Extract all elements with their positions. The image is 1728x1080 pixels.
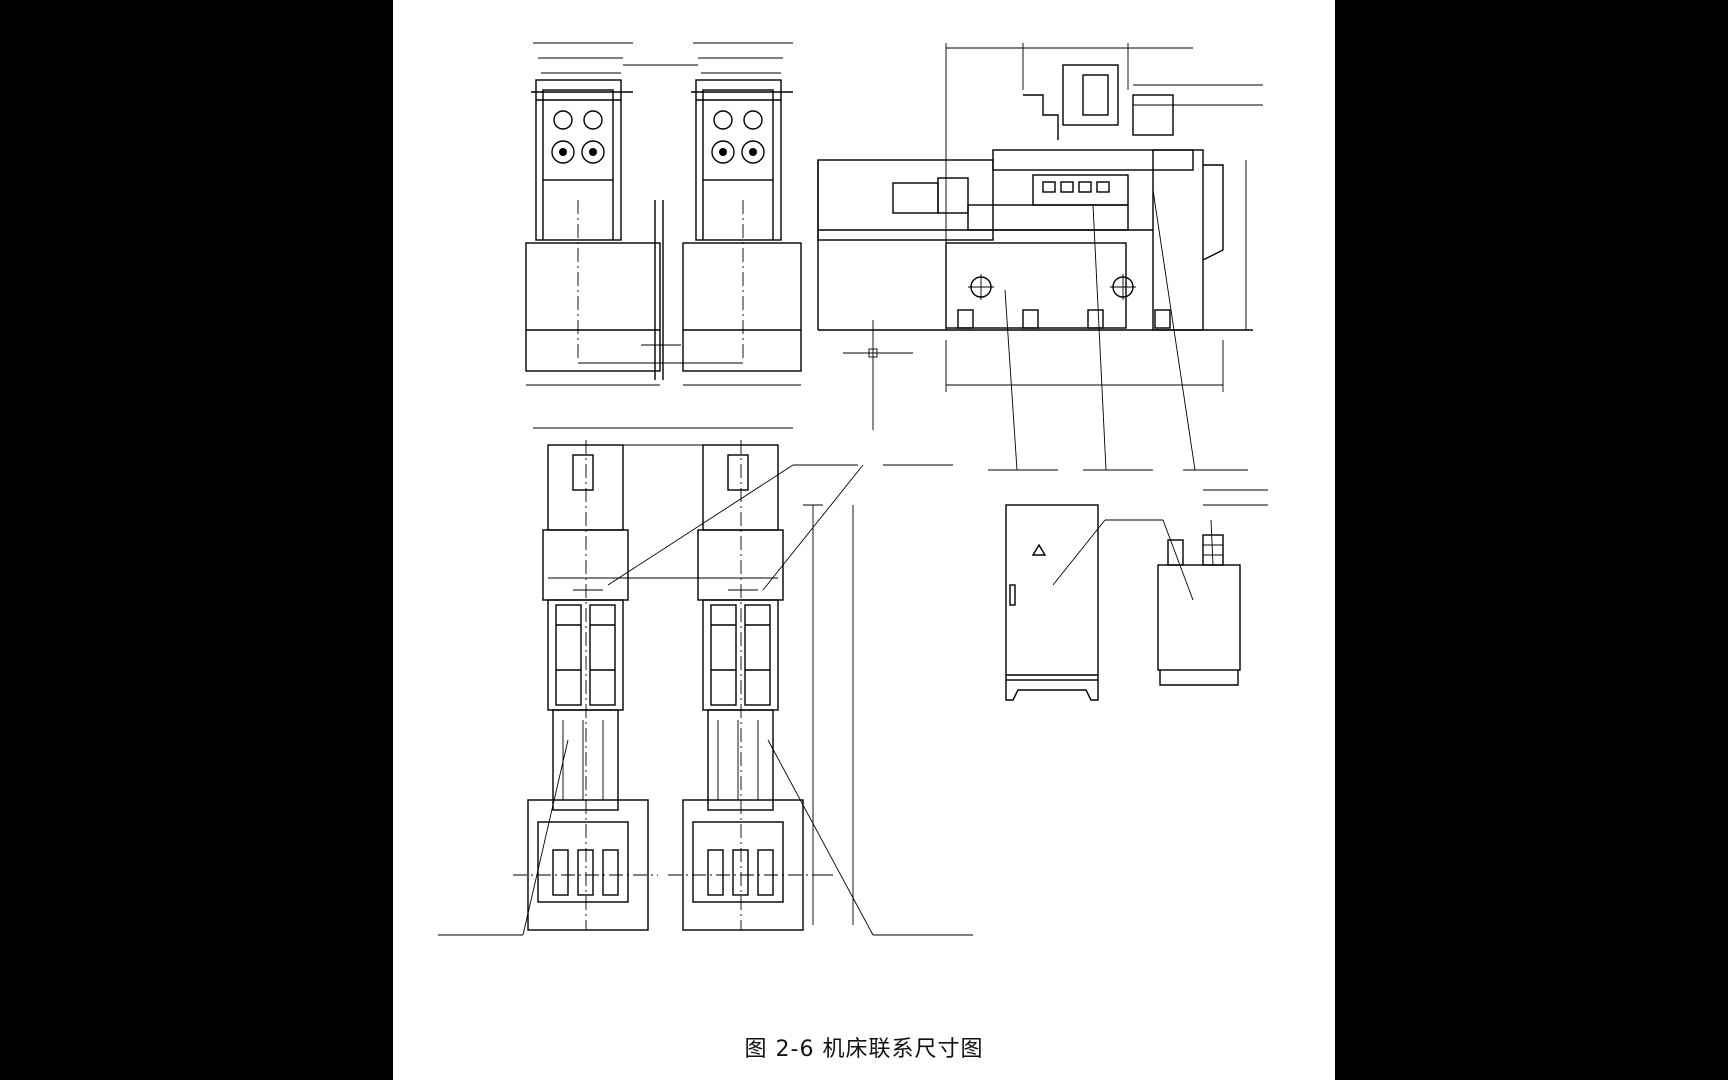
drawing-sheet: 图 2-6 机床联系尺寸图 (393, 0, 1335, 1080)
side-view (817, 43, 1263, 471)
figure-caption: 图 2-6 机床联系尺寸图 (744, 1037, 984, 1062)
electric-cabinet (1005, 504, 1163, 701)
front-view (525, 42, 802, 386)
plan-view (438, 427, 973, 936)
hydraulic-station (1157, 489, 1268, 686)
machine-tool-connection-drawing (438, 42, 1268, 936)
crosshair-mark (843, 320, 913, 430)
